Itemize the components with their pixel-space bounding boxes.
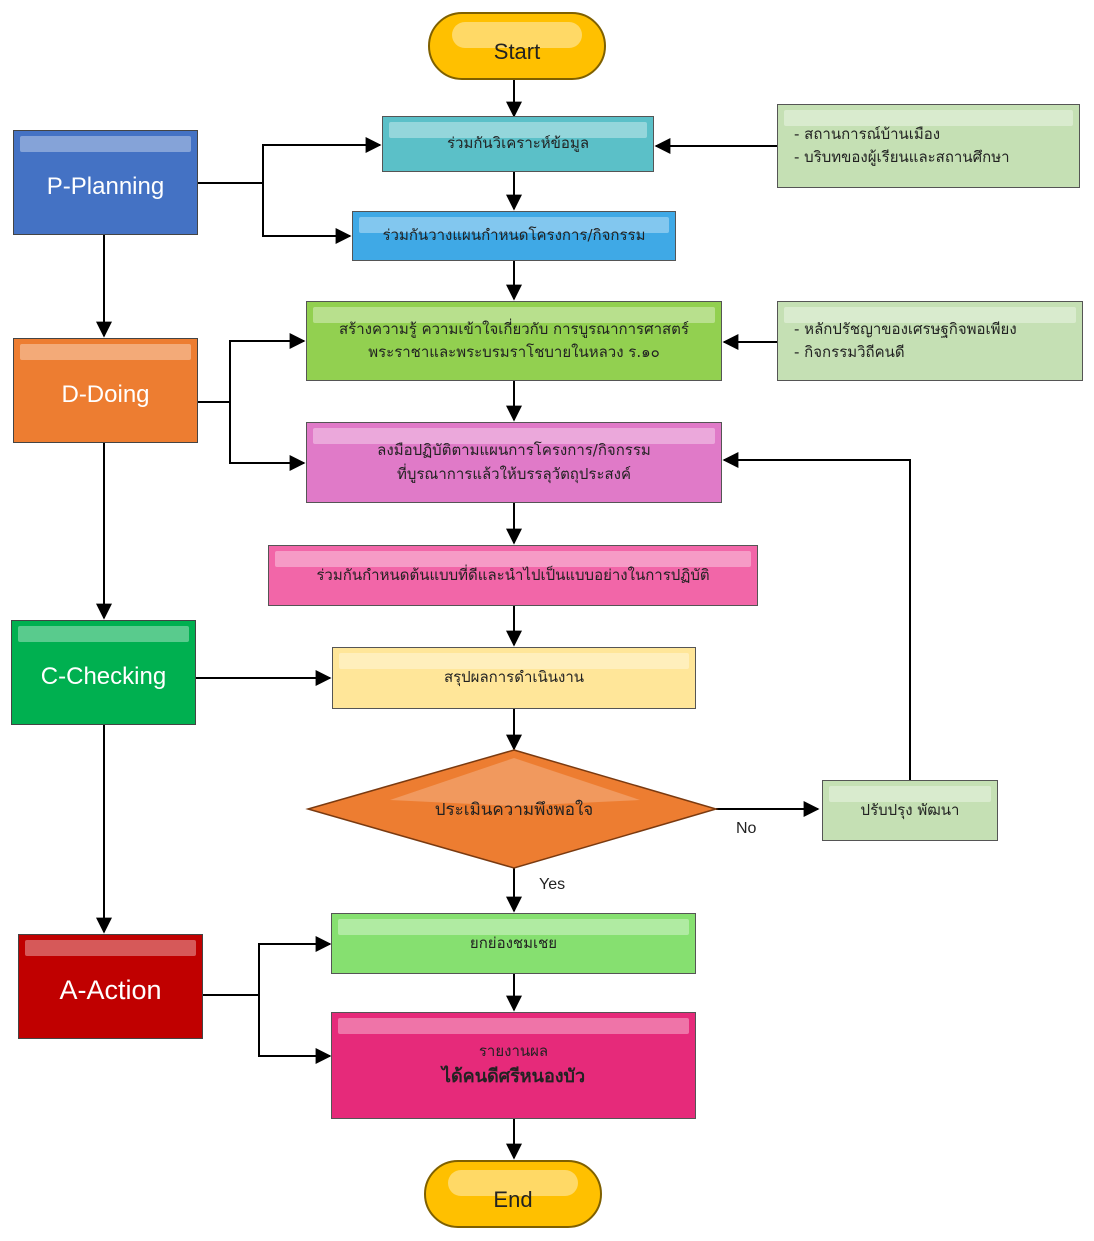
- step-summary-label: สรุปผลการดำเนินงาน: [443, 668, 585, 687]
- edge-label-no: No: [736, 820, 757, 837]
- step-praise-label: ยกย่องชมเชย: [469, 933, 558, 952]
- step-model: ร่วมกันกำหนดต้นแบบที่ดีและนำไปเป็นแบบอย่…: [268, 545, 758, 606]
- edge-planning-plan: [262, 183, 352, 244]
- step-report-line2: ได้คนดีศรีหนองบัว: [441, 1066, 586, 1088]
- edge-planning-analyze: [198, 137, 382, 184]
- step-knowledge: สร้างความรู้ ความเข้าใจเกี่ยวกับ การบูรณ…: [306, 301, 722, 381]
- phase-doing: D-Doing: [13, 338, 198, 443]
- step-practice: ลงมือปฏิบัติตามแผนการโครงการ/กิจกรรม ที่…: [306, 422, 722, 503]
- step-analyze-label: ร่วมกันวิเคราะห์ข้อมูล: [446, 134, 590, 153]
- note-principle-line2: - กิจกรรมวิถีคนดี: [794, 343, 905, 361]
- step-improve-label: ปรับปรุง พัฒนา: [860, 800, 960, 819]
- phase-checking-label: C-Checking: [40, 662, 167, 690]
- end-terminal: End: [424, 1160, 602, 1228]
- step-knowledge-line1: สร้างความรู้ ความเข้าใจเกี่ยวกับ การบูรณ…: [339, 319, 689, 338]
- step-evaluate-label: ประเมินความพึงพอใจ: [434, 800, 594, 820]
- phase-planning: P-Planning: [13, 130, 198, 235]
- step-praise: ยกย่องชมเชย: [331, 913, 696, 974]
- step-plan-label: ร่วมกันวางแผนกำหนดโครงการ/กิจกรรม: [382, 226, 646, 245]
- phase-checking: C-Checking: [11, 620, 196, 725]
- phase-action-label: A-Action: [59, 974, 162, 1005]
- step-summary: สรุปผลการดำเนินงาน: [332, 647, 696, 709]
- note-context-line2: - บริบทของผู้เรียนและสถานศึกษา: [794, 148, 1010, 166]
- phase-doing-label: D-Doing: [61, 380, 150, 408]
- edge-action-report: [258, 995, 332, 1064]
- note-context: - สถานการณ์บ้านเมือง - บริบทของผู้เรียนแ…: [777, 104, 1080, 188]
- step-report-line1: รายงานผล: [478, 1041, 549, 1060]
- step-plan: ร่วมกันวางแผนกำหนดโครงการ/กิจกรรม: [352, 211, 676, 261]
- phase-action: A-Action: [18, 934, 203, 1039]
- edge-doing-knowledge: [198, 333, 306, 403]
- edge-action-praise: [203, 936, 332, 996]
- step-practice-line1: ลงมือปฏิบัติตามแผนการโครงการ/กิจกรรม: [377, 441, 651, 460]
- end-label: End: [493, 1187, 533, 1212]
- step-report: รายงานผล ได้คนดีศรีหนองบัว: [331, 1012, 696, 1119]
- step-analyze: ร่วมกันวิเคราะห์ข้อมูล: [382, 116, 654, 172]
- note-principle-line1: - หลักปรัชญาของเศรษฐกิจพอเพียง: [794, 319, 1017, 338]
- note-principle: - หลักปรัชญาของเศรษฐกิจพอเพียง - กิจกรรม…: [777, 301, 1083, 381]
- edge-doing-practice: [229, 402, 306, 471]
- start-label: Start: [493, 39, 541, 64]
- note-context-line1: - สถานการณ์บ้านเมือง: [794, 124, 941, 143]
- edge-label-yes: Yes: [539, 876, 566, 893]
- step-knowledge-line2: พระราชาและพระบรมราโชบายในหลวง ร.๑๐: [368, 343, 660, 361]
- step-improve: ปรับปรุง พัฒนา: [822, 780, 998, 841]
- edge-improve-practice: [722, 452, 911, 780]
- step-model-label: ร่วมกันกำหนดต้นแบบที่ดีและนำไปเป็นแบบอย่…: [316, 565, 710, 584]
- phase-planning-label: P-Planning: [46, 172, 165, 200]
- start-terminal: Start: [428, 12, 606, 80]
- step-practice-line2: ที่บูรณาการแล้วให้บรรลุวัตถุประสงค์: [396, 464, 632, 483]
